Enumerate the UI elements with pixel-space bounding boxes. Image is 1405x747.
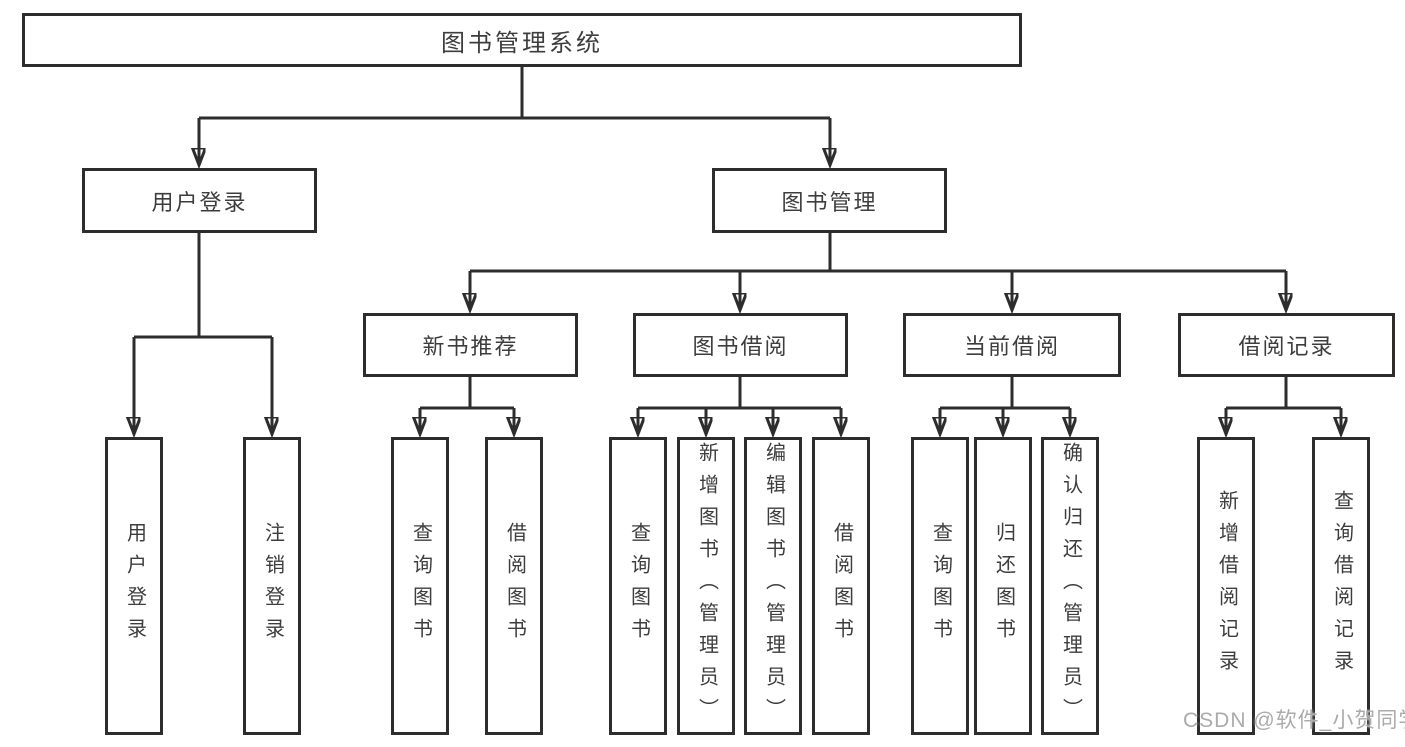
node-current-borrow: 当前借阅 (903, 313, 1121, 377)
leaf-query-borrow-record: 查询借阅记录 (1312, 437, 1370, 735)
leaf-add-book-admin: 新增图书（管理员） (677, 437, 735, 735)
node-label: 确认归还（管理员） (1059, 442, 1082, 730)
leaf-confirm-return-admin: 确认归还（管理员） (1041, 437, 1099, 735)
node-borrow-record: 借阅记录 (1178, 313, 1395, 377)
node-label: 用户登录 (123, 522, 146, 650)
leaf-edit-book-admin: 编辑图书（管理员） (744, 437, 802, 735)
leaf-user-login: 用户登录 (105, 437, 163, 735)
leaf-recommend-borrow-book: 借阅图书 (485, 437, 543, 735)
node-label: 借阅图书 (503, 522, 526, 650)
node-label: 编辑图书（管理员） (762, 442, 785, 730)
node-label: 借阅记录 (1238, 334, 1335, 359)
node-label: 查询图书 (409, 522, 432, 650)
node-label: 查询借阅记录 (1330, 490, 1353, 682)
leaf-borrow-query-book: 查询图书 (609, 437, 667, 735)
node-label: 图书管理 (781, 189, 878, 215)
node-label: 用户登录 (151, 189, 248, 215)
leaf-current-query-book: 查询图书 (911, 437, 969, 735)
node-label: 注销登录 (261, 522, 284, 650)
leaf-recommend-query-book: 查询图书 (391, 437, 449, 735)
node-label: 图书管理系统 (441, 29, 603, 57)
leaf-borrow-book: 借阅图书 (812, 437, 870, 735)
node-label: 查询图书 (627, 522, 650, 650)
node-library-system: 图书管理系统 (22, 13, 1022, 67)
csdn-watermark: CSDN @软件_小贺同学 (1183, 709, 1405, 732)
node-label: 当前借阅 (963, 334, 1060, 359)
leaf-add-borrow-record: 新增借阅记录 (1197, 437, 1255, 735)
node-book-borrow: 图书借阅 (633, 313, 848, 377)
node-label: 查询图书 (929, 522, 952, 650)
leaf-logout: 注销登录 (243, 437, 301, 735)
node-label: 图书借阅 (692, 334, 789, 359)
node-label: 新增借阅记录 (1215, 490, 1238, 682)
node-label: 借阅图书 (830, 522, 853, 650)
node-new-book-recommend: 新书推荐 (363, 313, 578, 377)
connector-segments (134, 67, 1341, 410)
node-book-management: 图书管理 (712, 168, 947, 233)
leaf-return-book: 归还图书 (974, 437, 1032, 735)
node-label: 新增图书（管理员） (695, 442, 718, 730)
node-label: 新书推荐 (422, 334, 519, 359)
node-label: 归还图书 (992, 522, 1015, 650)
node-user-login: 用户登录 (82, 168, 317, 233)
